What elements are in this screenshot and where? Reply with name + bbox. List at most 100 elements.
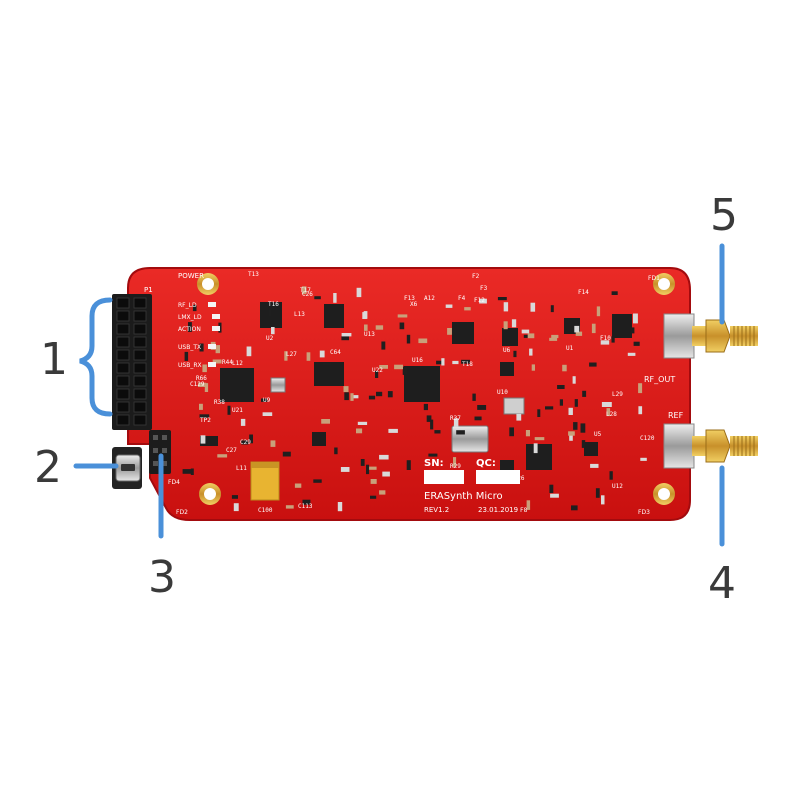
header-pin	[116, 401, 130, 413]
smd-part	[456, 430, 465, 435]
small-header	[149, 430, 171, 474]
smd-part	[375, 370, 379, 378]
smd-part	[399, 322, 405, 330]
component-designator: R66	[196, 375, 207, 382]
smd-part	[611, 336, 615, 343]
sn-label: SN:	[424, 458, 444, 469]
component-designator: C120	[640, 435, 655, 442]
smd-part	[595, 488, 600, 498]
smd-part	[379, 454, 389, 460]
smd-part	[382, 471, 390, 477]
smd-part	[233, 503, 239, 512]
smd-part	[406, 334, 411, 344]
header-pin	[133, 375, 147, 387]
fiducial-fd4: FD4	[168, 479, 180, 486]
smd-part	[572, 376, 576, 384]
header-pin	[116, 349, 130, 361]
smd-part	[356, 287, 362, 298]
fiducial-fd2: FD2	[176, 509, 188, 516]
smd-part	[627, 352, 636, 356]
smd-part	[370, 479, 377, 484]
component-designator: F14	[578, 289, 589, 296]
smd-part	[638, 383, 643, 394]
smd-part	[268, 309, 272, 317]
component-designator: T18	[462, 361, 473, 368]
smd-part	[270, 440, 276, 447]
component-designator: U22	[372, 367, 383, 374]
sn-qc-block: SN: QC: ERASynth Micro REV1.2 23.01.2019	[424, 458, 520, 514]
component-designator: U2	[266, 335, 274, 342]
header-label: P1	[144, 286, 153, 294]
component-designator: U6	[503, 347, 511, 354]
callout-number-1: 1	[40, 334, 68, 385]
smd-part	[581, 440, 586, 448]
smd-part	[574, 325, 580, 333]
component-designator: F8	[520, 507, 528, 514]
smd-part	[192, 304, 197, 312]
component-designator: C64	[330, 349, 341, 356]
smd-part	[313, 479, 322, 483]
smd-part	[368, 395, 376, 400]
smd-part	[601, 495, 605, 505]
smd-part	[445, 304, 453, 308]
led-label-rf-ld: RF_LD	[178, 302, 197, 309]
smd-part	[609, 471, 613, 480]
smd-part	[322, 362, 332, 366]
smd-part	[550, 493, 559, 498]
smd-part	[531, 364, 535, 371]
smd-part	[333, 293, 337, 303]
status-leds	[208, 302, 220, 367]
callout-number-3: 3	[148, 552, 176, 603]
component-designator: C129	[190, 381, 205, 388]
header-pin	[133, 323, 147, 335]
smd-part	[434, 430, 441, 434]
component-designator: R38	[214, 399, 225, 406]
header-pin	[116, 297, 130, 309]
smd-part	[199, 343, 204, 352]
smd-part	[525, 430, 530, 437]
smd-part	[562, 364, 567, 372]
smd-part	[453, 457, 457, 467]
smd-part	[341, 333, 352, 337]
component-designator: TP2	[200, 417, 211, 424]
component-designator: U5	[594, 431, 602, 438]
rf-out-label: RF_OUT	[644, 375, 675, 384]
smd-part	[340, 467, 350, 472]
smd-part	[516, 413, 522, 421]
smd-part	[240, 418, 246, 426]
smd-part	[534, 437, 545, 441]
sma-connector-rf-out	[663, 313, 758, 359]
smd-part	[381, 341, 386, 350]
smd-part	[212, 359, 222, 364]
smd-part	[549, 337, 558, 341]
smd-part	[376, 391, 383, 397]
smd-part	[606, 408, 611, 417]
header-pin	[116, 336, 130, 348]
component-designator: L29	[612, 391, 623, 398]
component-designator: C27	[226, 447, 237, 454]
component-designator: R44	[222, 359, 233, 366]
smd-part	[441, 358, 445, 366]
micro-usb-connector	[112, 447, 142, 489]
smd-part	[464, 307, 471, 311]
board-date: 23.01.2019	[478, 506, 518, 514]
component-designator: U10	[497, 389, 508, 396]
component-designator: U16	[412, 357, 423, 364]
component-designator: U12	[612, 483, 623, 490]
component-designator: L12	[232, 360, 243, 367]
led-labels: RF_LD LMX_LD ACTION USB_TX USB_RX	[178, 302, 202, 369]
smd-part	[366, 464, 370, 475]
component-designator: F12	[474, 297, 485, 304]
smd-part	[551, 334, 559, 339]
header-pin	[133, 310, 147, 322]
led-label-action: ACTION	[178, 326, 201, 333]
header-pin	[116, 323, 130, 335]
header-pin	[116, 375, 130, 387]
smd-part	[513, 350, 517, 358]
component-labels: U1U2U5U6U9U10U12U13U16U21U22C64C100C113C…	[190, 271, 655, 514]
smd-part	[190, 468, 194, 475]
smd-part	[262, 412, 273, 416]
qc-label: QC:	[476, 458, 496, 469]
smd-part	[302, 499, 311, 505]
smd-part	[375, 325, 384, 330]
